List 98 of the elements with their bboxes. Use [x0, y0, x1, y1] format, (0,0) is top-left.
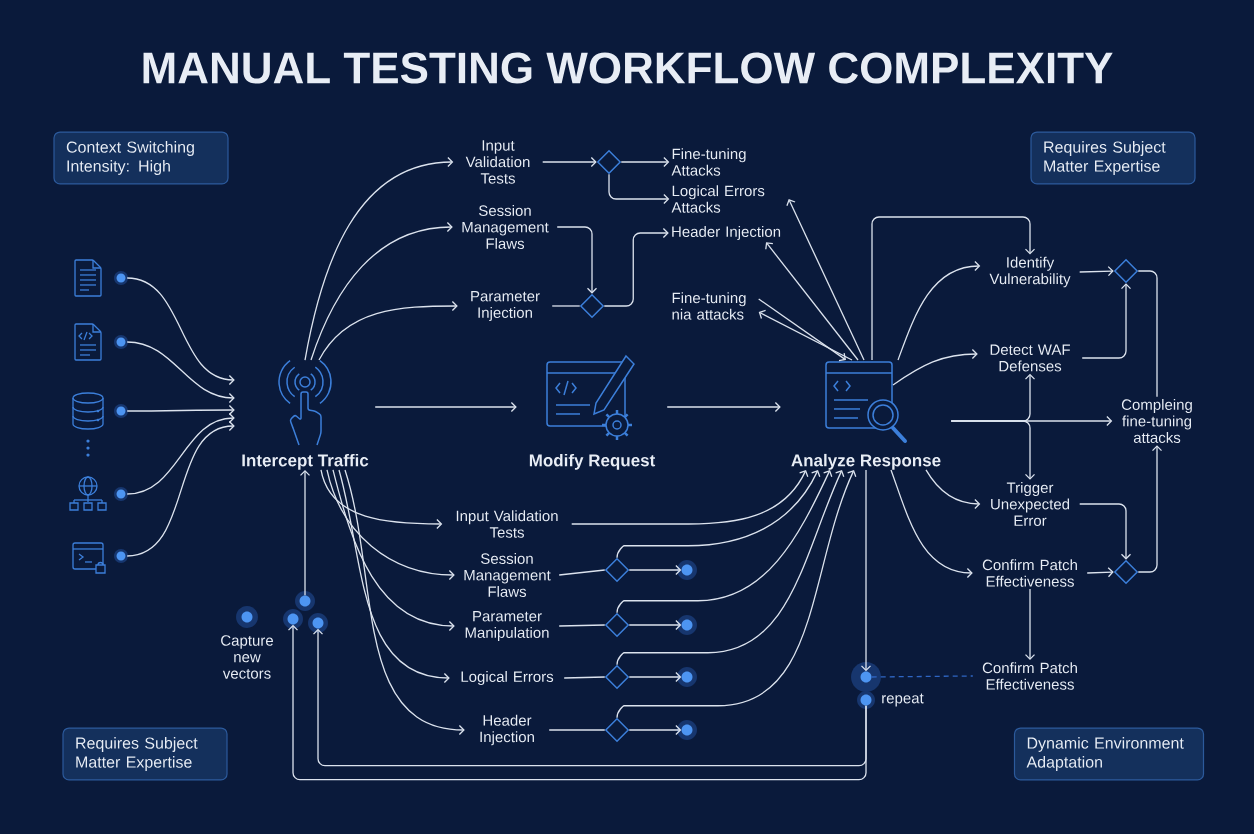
arrow [860, 469, 872, 672]
glowing-dot [857, 691, 875, 709]
connector-line [551, 305, 581, 307]
arrow [1137, 445, 1163, 573]
arrow [338, 469, 450, 684]
document-icon [74, 259, 128, 297]
arrow [312, 628, 867, 767]
step-label: Parameter Injection [471, 291, 540, 321]
arrow [126, 420, 235, 557]
step-label: Input Validation Tests [456, 510, 558, 538]
step-title: Modify Request [529, 453, 656, 470]
step-title: Intercept Traffic [242, 453, 369, 470]
step-label: Session Management Flaws [462, 205, 549, 249]
step-label: Detect WAF Defenses [990, 344, 1070, 372]
glowing-dot [295, 591, 315, 611]
node-label: repeat [882, 693, 924, 707]
step-title: Analyze Response [791, 453, 941, 470]
arrow [326, 469, 455, 581]
arrow [374, 401, 517, 413]
arrow [1086, 567, 1114, 578]
step-label: Confirm Patch Effectiveness [982, 662, 1077, 690]
arrow [628, 724, 682, 736]
step-label: Input Validation Tests [465, 140, 530, 184]
connector-line [558, 624, 606, 627]
arrow [897, 260, 981, 361]
arrow [666, 401, 781, 413]
note-box: Requires Subject Matter Expertise [62, 727, 228, 781]
arrow [571, 469, 809, 525]
arrow [304, 156, 454, 361]
arrow [925, 469, 981, 510]
connector-line [1137, 270, 1158, 398]
arrow [299, 469, 311, 596]
step-label: Parameter Manipulation [465, 611, 549, 641]
step-label: Session Management Flaws [464, 553, 551, 597]
arrow [126, 277, 235, 386]
glowing-dot [283, 609, 303, 629]
glowing-dot [677, 720, 697, 740]
network-icon [69, 476, 128, 511]
step-label: Trigger Unexpected Error [991, 482, 1070, 526]
arrow [616, 469, 833, 614]
arrow [628, 671, 682, 683]
arrow [871, 216, 1036, 361]
arrow [616, 469, 857, 719]
arrow [758, 309, 853, 361]
glowing-dot [236, 606, 258, 628]
arrow [126, 404, 235, 416]
arrow [542, 156, 597, 168]
node-label: Capture new vectors [221, 635, 273, 679]
arrow [1024, 588, 1036, 661]
document-icon [74, 323, 128, 361]
arrow [950, 420, 1036, 480]
arrow [892, 348, 978, 386]
arrow [603, 227, 669, 307]
note-box: Context Switching Intensity: High [53, 131, 229, 185]
glowing-dot [677, 615, 697, 635]
glowing-dot [677, 667, 697, 687]
arrow [628, 619, 682, 631]
arrow [556, 226, 598, 294]
arrow [126, 341, 235, 404]
database-icon [72, 392, 128, 430]
arrow [765, 242, 859, 361]
arrow [126, 412, 235, 495]
arrow [786, 199, 865, 361]
arrow [1079, 266, 1114, 277]
note-box: Requires Subject Matter Expertise [1030, 131, 1196, 185]
arrow [616, 469, 845, 666]
step-label: Logical Errors Attacks [671, 185, 765, 213]
arrow [628, 564, 682, 576]
arrow [320, 469, 443, 530]
arrow [758, 298, 846, 362]
arrow [287, 624, 867, 781]
connector-line [563, 676, 606, 679]
arrow [620, 156, 670, 168]
dashed-line [871, 675, 974, 678]
arrow [608, 173, 670, 205]
arrow [1079, 503, 1132, 560]
arrow [318, 300, 458, 361]
step-label: Fine-tuning nia attacks [672, 292, 746, 320]
arrow [1081, 283, 1132, 359]
step-label: Confirm Patch Effectiveness [982, 559, 1077, 587]
step-label: Fine-tuning Attacks [671, 148, 746, 176]
title: MANUAL TESTING WORKFLOW COMPLEXITY [143, 52, 1113, 84]
terminal-icon [72, 542, 128, 574]
arrow [310, 221, 453, 361]
arrow [616, 469, 821, 559]
step-label: Header Injection [672, 226, 781, 240]
connector-line [548, 729, 606, 731]
glowing-dot [308, 613, 328, 633]
step-label: Compleing fine-tuning attacks [1121, 399, 1192, 443]
connector-line [558, 569, 606, 576]
note-box: Dynamic Environment Adaptation [1013, 727, 1205, 781]
arrow [332, 469, 455, 632]
glowing-dot [677, 560, 697, 580]
step-label: Logical Errors [461, 671, 554, 685]
step-label: Header Injection [480, 714, 534, 746]
arrow [890, 469, 973, 579]
arrow [344, 469, 465, 736]
step-label: Identify Vulnerability [989, 256, 1071, 288]
